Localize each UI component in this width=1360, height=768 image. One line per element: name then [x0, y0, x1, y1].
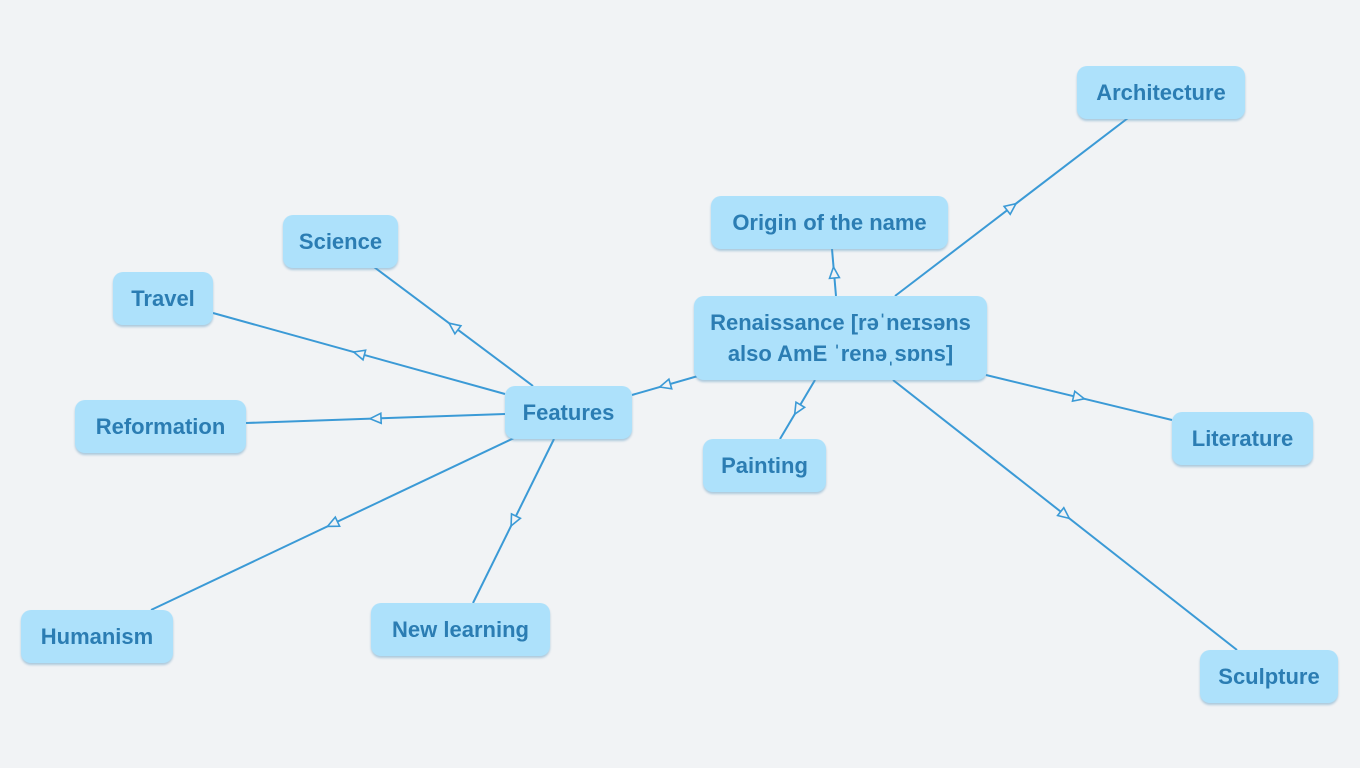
node-architecture[interactable]: Architecture	[1077, 66, 1245, 119]
arrowhead-icon	[447, 322, 463, 336]
arrowhead-icon	[325, 515, 341, 528]
node-humanism[interactable]: Humanism	[21, 610, 173, 663]
node-reformation[interactable]: Reformation	[75, 400, 246, 453]
node-literature[interactable]: Literature	[1172, 412, 1313, 465]
arrowhead-icon	[368, 412, 383, 425]
arrowhead-icon	[1002, 202, 1018, 216]
arrowhead-icon	[1056, 506, 1071, 520]
node-travel[interactable]: Travel	[113, 272, 213, 325]
arrowhead-icon	[793, 400, 807, 416]
node-renaissance[interactable]: Renaissance [rəˈneɪsəns also AmE ˈrenəˌs…	[694, 296, 987, 380]
arrowhead-icon	[657, 377, 673, 390]
node-new-learning[interactable]: New learning	[371, 603, 550, 656]
node-science[interactable]: Science	[283, 215, 398, 268]
arrowhead-icon	[1071, 389, 1087, 403]
arrowhead-icon	[510, 512, 522, 528]
node-sculpture[interactable]: Sculpture	[1200, 650, 1338, 703]
node-features[interactable]: Features	[505, 386, 632, 439]
arrowhead-icon	[828, 265, 841, 280]
node-painting[interactable]: Painting	[703, 439, 826, 492]
node-origin-of-the-name[interactable]: Origin of the name	[711, 196, 948, 249]
arrowhead-icon	[351, 349, 367, 362]
